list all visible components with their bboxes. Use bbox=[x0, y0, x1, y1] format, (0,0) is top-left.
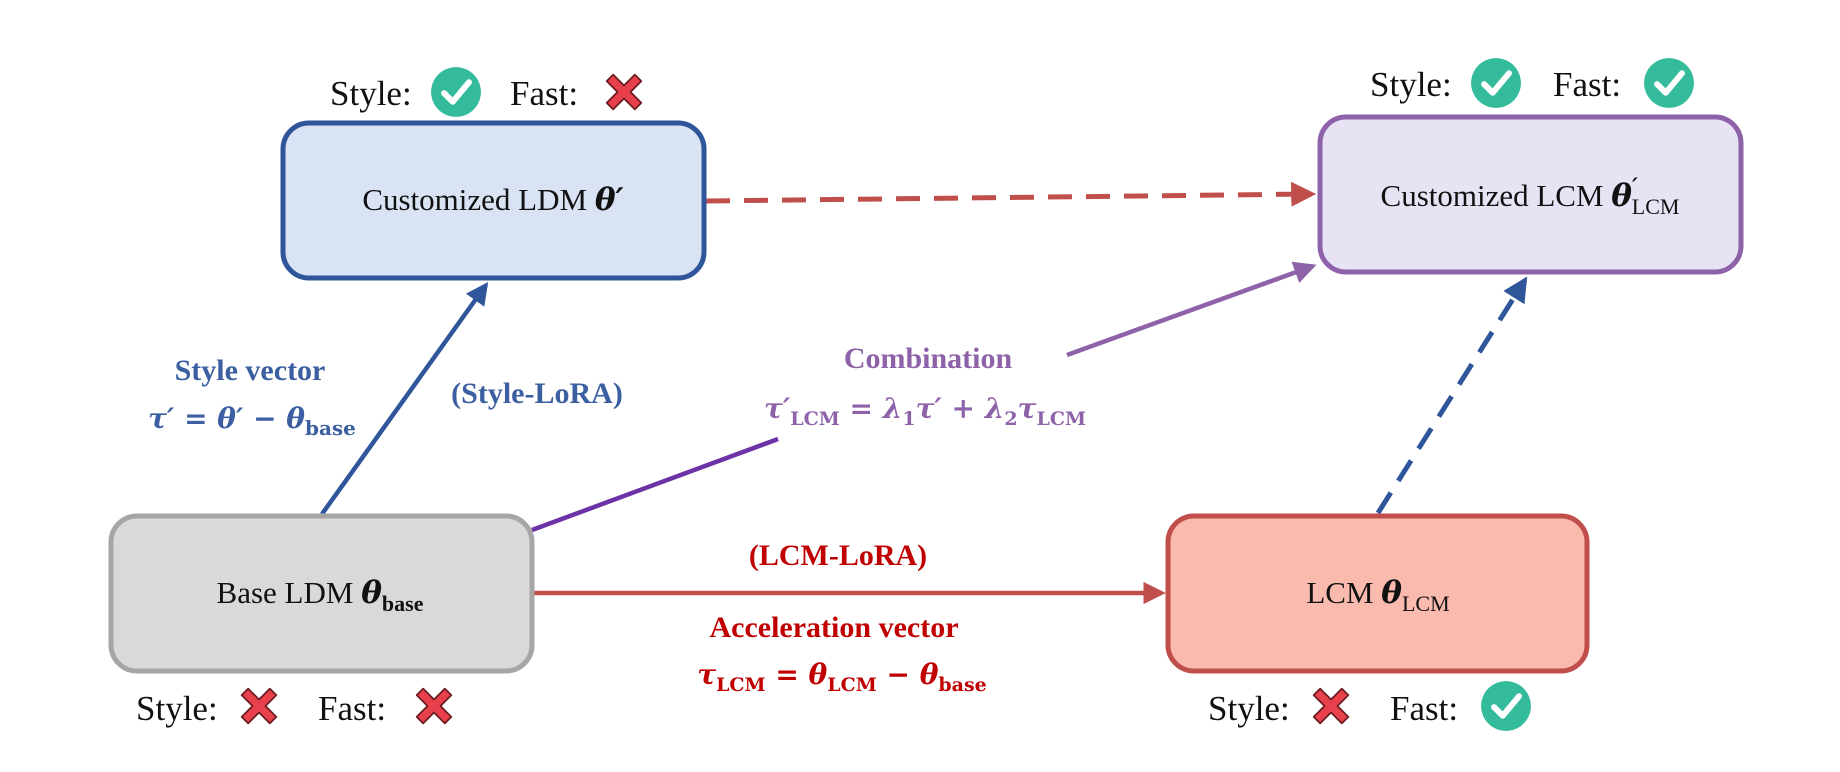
style-lora-label: (Style-LoRA) bbox=[451, 377, 623, 410]
check-icon bbox=[1471, 58, 1521, 108]
status-style-label: Style: bbox=[330, 74, 412, 113]
check-icon bbox=[1481, 681, 1531, 731]
cross-icon bbox=[415, 687, 453, 725]
node-base-ldm-label: Base LDM bbox=[217, 575, 362, 610]
node-custom-lcm-sub: LCM bbox=[1632, 194, 1680, 219]
combination-label: Combination τ′LCM = λ1τ′ + λ2τLCM bbox=[764, 342, 1086, 430]
acceleration-minus: − θ bbox=[877, 658, 939, 691]
combination-lhs: τ′ bbox=[764, 392, 791, 425]
status-fast-label: Fast: bbox=[1553, 65, 1621, 104]
combination-lhs-sub: LCM bbox=[790, 408, 840, 430]
check-icon bbox=[1644, 58, 1694, 108]
combination-title: Combination bbox=[844, 342, 1013, 375]
cross-icon bbox=[1312, 687, 1350, 725]
acceleration-t: τ bbox=[697, 658, 716, 691]
lcm-lora-label: (LCM-LoRA) bbox=[749, 539, 927, 572]
combination-sub1: 1 bbox=[902, 408, 915, 430]
node-base-ldm-sub: base bbox=[382, 591, 424, 616]
node-custom-lcm-label: Customized LCM bbox=[1381, 178, 1612, 213]
node-base-ldm: Base LDM θbase bbox=[108, 513, 535, 674]
acceleration-eq: = θ bbox=[766, 658, 828, 691]
combination-arrow-upper bbox=[1066, 261, 1317, 358]
node-custom-lcm-symbol: θ bbox=[1611, 178, 1632, 214]
acceleration-label: Acceleration vector τLCM = θLCM − θbase bbox=[697, 611, 987, 696]
style-vector-formula-sub: base bbox=[305, 416, 356, 440]
combination-sub2: 2 bbox=[1004, 408, 1017, 430]
lcm-to-custom-dashed-arrow bbox=[1375, 276, 1528, 515]
node-lcm: LCM θLCM bbox=[1165, 513, 1590, 674]
node-custom-lcm-sup: ′ bbox=[1632, 174, 1638, 200]
status-style-label: Style: bbox=[136, 689, 218, 728]
combination-eq: = λ bbox=[840, 392, 903, 425]
status-base-ldm: Style: Fast: bbox=[136, 687, 453, 728]
status-fast-label: Fast: bbox=[510, 74, 578, 113]
node-custom-lcm: Customized LCM θ′LCM bbox=[1317, 114, 1744, 275]
svg-text:τ′ = θ′ − θbase: τ′ = θ′ − θbase bbox=[148, 402, 356, 440]
check-icon bbox=[431, 67, 481, 117]
acceleration-minus-sub: base bbox=[938, 674, 986, 696]
cross-icon bbox=[605, 73, 643, 111]
status-fast-label: Fast: bbox=[1390, 689, 1458, 728]
combination-mid: τ′ + λ bbox=[916, 392, 1005, 425]
node-lcm-symbol: θ bbox=[1381, 575, 1402, 611]
node-custom-ldm: Customized LDM θ′ bbox=[280, 120, 707, 281]
svg-text:Base LDM θbase: Base LDM θbase bbox=[217, 575, 424, 616]
status-style-label: Style: bbox=[1370, 65, 1452, 104]
svg-text:τ′LCM = λ1τ′ + λ2τLCM: τ′LCM = λ1τ′ + λ2τLCM bbox=[764, 392, 1086, 430]
style-lora-arrow bbox=[320, 281, 489, 516]
status-custom-lcm: Style: Fast: bbox=[1370, 58, 1694, 108]
acceleration-eq-sub: LCM bbox=[827, 674, 877, 696]
style-vector-formula: τ′ = θ′ − θ bbox=[148, 402, 305, 435]
style-vector-title: Style vector bbox=[175, 354, 326, 387]
status-style-label: Style: bbox=[1208, 689, 1290, 728]
style-vector-label: Style vector τ′ = θ′ − θbase bbox=[148, 354, 356, 440]
combination-tau-sub: LCM bbox=[1036, 408, 1086, 430]
acceleration-t-sub: LCM bbox=[716, 674, 766, 696]
svg-text:Customized LCM θ′LCM: Customized LCM θ′LCM bbox=[1381, 174, 1680, 219]
status-fast-label: Fast: bbox=[318, 689, 386, 728]
status-custom-ldm: Style: Fast: bbox=[330, 67, 643, 117]
svg-text:Customized LDM θ′: Customized LDM θ′ bbox=[362, 182, 623, 218]
ldm-to-lcm-dashed-arrow bbox=[705, 181, 1317, 207]
status-lcm: Style: Fast: bbox=[1208, 681, 1531, 731]
node-lcm-sub: LCM bbox=[1402, 591, 1450, 616]
combination-line-lower bbox=[531, 436, 779, 533]
node-base-ldm-symbol: θ bbox=[361, 575, 382, 611]
svg-text:LCM θLCM: LCM θLCM bbox=[1306, 575, 1449, 616]
node-custom-ldm-label: Customized LDM bbox=[362, 182, 595, 217]
node-custom-ldm-symbol: θ′ bbox=[595, 182, 624, 218]
combination-tau: τ bbox=[1018, 392, 1037, 425]
node-lcm-label: LCM bbox=[1306, 575, 1381, 610]
acceleration-title: Acceleration vector bbox=[709, 611, 958, 644]
cross-icon bbox=[240, 687, 278, 725]
svg-text:τLCM = θLCM − θbase: τLCM = θLCM − θbase bbox=[697, 658, 987, 696]
